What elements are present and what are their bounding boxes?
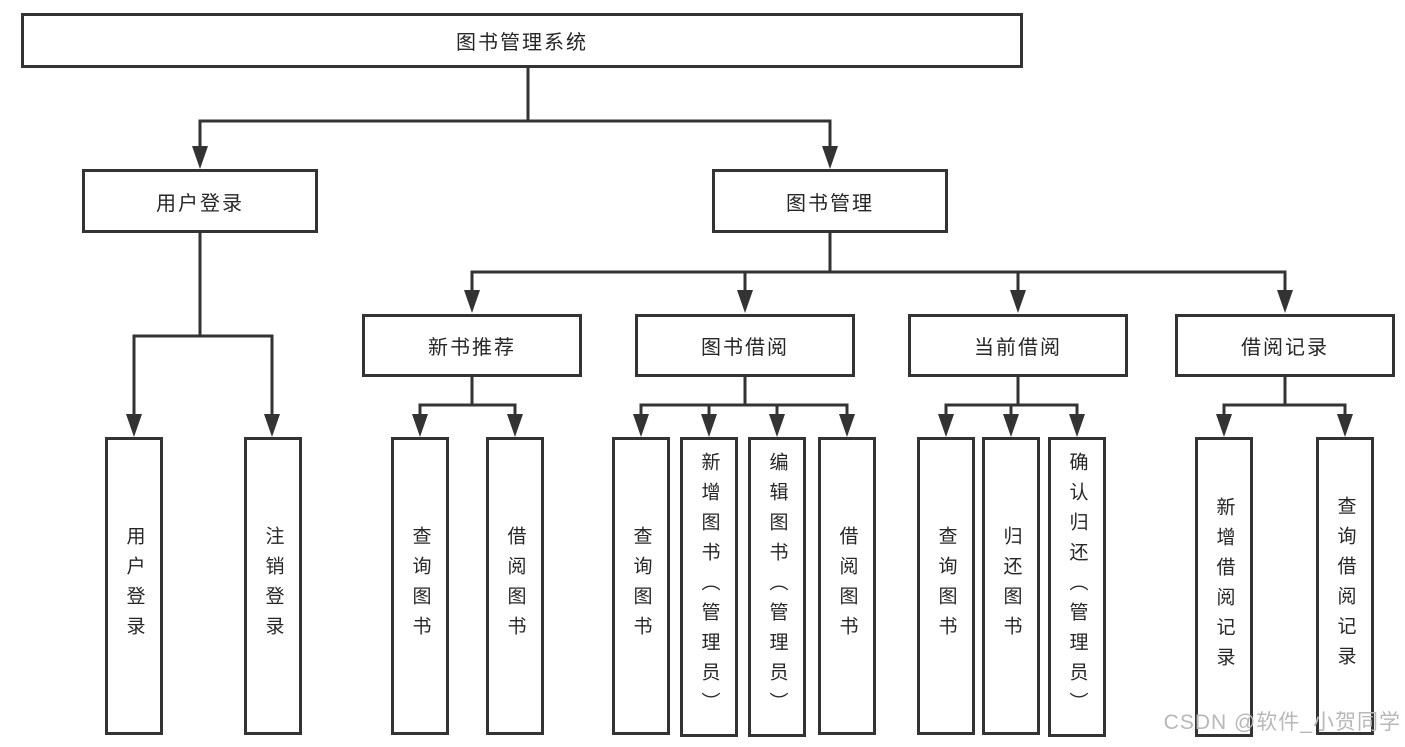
leaf-recommend-query-book-label: 查询图书 bbox=[409, 526, 431, 646]
leaf-current-query-book-label: 查询图书 bbox=[935, 526, 957, 646]
leaf-records-add-record: 新增借阅记录 bbox=[1195, 437, 1253, 737]
leaf-records-query-record: 查询借阅记录 bbox=[1316, 437, 1374, 735]
node-book-management-label: 图书管理 bbox=[786, 192, 874, 215]
leaf-user-login-label: 用户登录 bbox=[123, 526, 145, 646]
leaf-current-return-book: 归还图书 bbox=[982, 437, 1040, 735]
leaf-current-confirm-return-label: 确认归还（管理员） bbox=[1066, 452, 1088, 722]
node-book-management: 图书管理 bbox=[712, 169, 948, 233]
leaf-borrow-add-book: 新增图书（管理员） bbox=[680, 437, 738, 737]
leaf-logout: 注销登录 bbox=[244, 437, 302, 735]
leaf-recommend-query-book: 查询图书 bbox=[391, 437, 449, 735]
leaf-borrow-query-book-label: 查询图书 bbox=[630, 526, 652, 646]
node-new-book-recommend: 新书推荐 bbox=[362, 314, 582, 377]
watermark: CSDN @软件_小贺同学 bbox=[1163, 711, 1401, 734]
leaf-user-login: 用户登录 bbox=[105, 437, 163, 735]
node-library-system-label: 图书管理系统 bbox=[456, 32, 588, 54]
node-current-borrow: 当前借阅 bbox=[908, 314, 1128, 377]
node-new-book-recommend-label: 新书推荐 bbox=[428, 337, 516, 359]
leaf-recommend-borrow-book-label: 借阅图书 bbox=[504, 526, 526, 646]
leaf-current-return-book-label: 归还图书 bbox=[1000, 526, 1022, 646]
leaf-borrow-borrow-book: 借阅图书 bbox=[818, 437, 876, 735]
leaf-current-query-book: 查询图书 bbox=[917, 437, 975, 735]
leaf-borrow-edit-book-label: 编辑图书（管理员） bbox=[766, 452, 788, 722]
leaf-records-add-record-label: 新增借阅记录 bbox=[1213, 497, 1235, 677]
leaf-borrow-query-book: 查询图书 bbox=[612, 437, 670, 735]
leaf-borrow-edit-book: 编辑图书（管理员） bbox=[748, 437, 806, 737]
node-current-borrow-label: 当前借阅 bbox=[974, 337, 1062, 359]
node-library-system: 图书管理系统 bbox=[21, 13, 1023, 68]
node-borrow-records: 借阅记录 bbox=[1175, 314, 1395, 377]
node-user-login-label: 用户登录 bbox=[156, 192, 244, 215]
leaf-records-query-record-label: 查询借阅记录 bbox=[1334, 496, 1356, 676]
node-borrow-records-label: 借阅记录 bbox=[1241, 337, 1329, 359]
leaf-recommend-borrow-book: 借阅图书 bbox=[486, 437, 544, 735]
leaf-borrow-borrow-book-label: 借阅图书 bbox=[836, 526, 858, 646]
node-book-borrow-label: 图书借阅 bbox=[701, 337, 789, 359]
node-user-login: 用户登录 bbox=[82, 169, 318, 233]
node-book-borrow: 图书借阅 bbox=[635, 314, 855, 377]
leaf-logout-label: 注销登录 bbox=[262, 526, 284, 646]
leaf-current-confirm-return: 确认归还（管理员） bbox=[1048, 437, 1106, 737]
leaf-borrow-add-book-label: 新增图书（管理员） bbox=[698, 452, 720, 722]
